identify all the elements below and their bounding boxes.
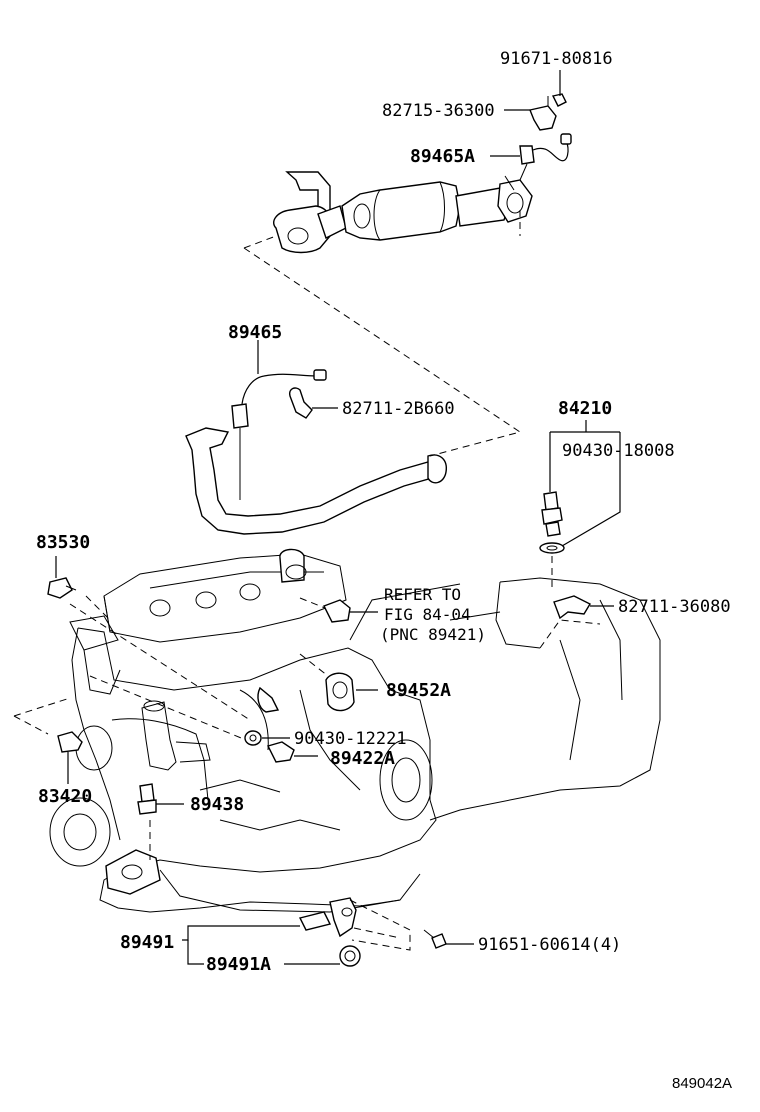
engine-block [49,548,461,913]
sensor-83530 [47,577,77,599]
label-91651-60614: 91651-60614(4) [478,935,621,955]
bolt-91671-80816 [551,93,567,107]
label-90430-12221: 90430-12221 [294,729,407,749]
figure-id: 849042A [672,1075,732,1092]
clamp-82711-2B660 [288,387,313,419]
catalytic-converter [272,171,533,254]
label-90430-18008: 90430-18008 [562,441,675,461]
label-89465A: 89465A [410,146,475,167]
label-89438: 89438 [190,794,244,815]
gasket-90430-12221 [244,730,262,746]
reference-line-3: (PNC 89421) [380,625,486,644]
oxygen-sensor-89465A [519,133,572,181]
oxygen-sensor-89465 [231,369,327,500]
label-83530: 83530 [36,532,90,553]
gasket-90430-18008 [539,542,565,554]
reference-line-2: FIG 84-04 [384,605,471,624]
label-83420: 83420 [38,786,92,807]
label-89422A: 89422A [330,748,395,769]
label-82715-36300: 82715-36300 [382,101,495,121]
leader-lines [55,70,621,965]
front-exhaust-pipe [185,427,447,535]
bracket-82711-36080 [553,595,591,620]
label-84210: 84210 [558,398,612,419]
sensor-89452A [325,672,355,712]
speed-sensor-84210 [541,491,563,537]
bolt-91651-60614 [423,929,447,949]
clamp-82715-36300 [529,96,557,131]
label-91671-80816: 91671-80816 [500,49,613,69]
sensor-89422A [266,741,295,763]
sensor-89438 [137,783,157,815]
bracket-89491 [298,897,357,938]
sensor-83420 [57,731,83,753]
label-82711-36080: 82711-36080 [618,597,731,617]
phantom-lines-exhaust [243,210,522,457]
label-82711-2B660: 82711-2B660 [342,399,455,419]
transmission-housing [429,577,661,821]
label-89491: 89491 [120,932,174,953]
collar-89491A [339,945,361,967]
cam-position-sensor-89421 [323,599,351,623]
label-89465: 89465 [228,322,282,343]
label-89452A: 89452A [386,680,451,701]
label-89491A: 89491A [206,954,271,975]
bracket-89491-dashed-outline [349,899,411,951]
phantom-lines-engine [13,595,331,860]
reference-note: REFER TO FIG 84-04 (PNC 89421) [380,585,486,644]
clip-bracket-near-89452A [257,686,280,713]
part-number-labels: 91671-80816 82715-36300 89465A 89465 827… [36,49,731,975]
reference-line-1: REFER TO [384,585,461,604]
